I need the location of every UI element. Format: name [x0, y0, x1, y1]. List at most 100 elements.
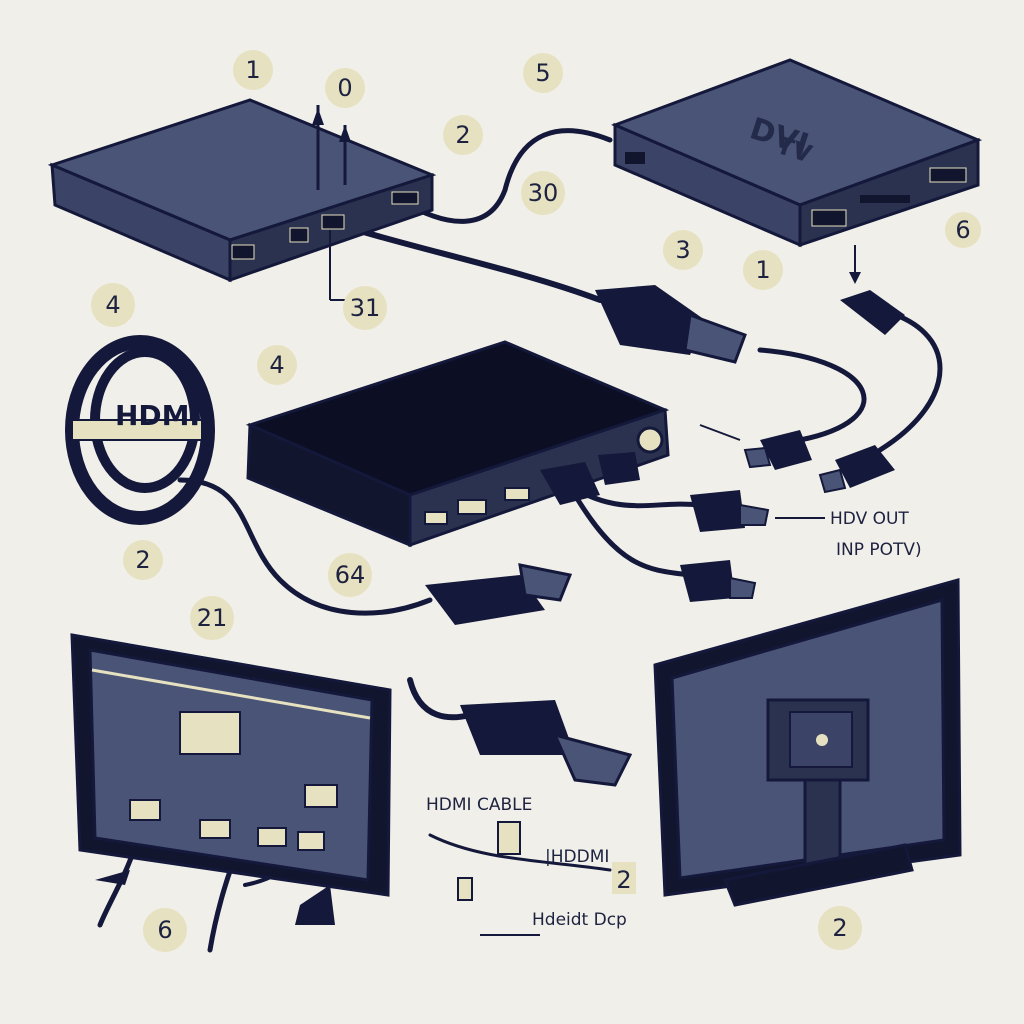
hdmi-connector-icon — [595, 285, 747, 364]
side-badge: 2 — [612, 862, 636, 894]
badge: 3 — [663, 230, 703, 270]
hdmi-port-icon — [289, 227, 309, 243]
hdmi-connector-icon — [760, 430, 812, 470]
badge: 5 — [523, 53, 563, 93]
arrow-down-icon — [849, 272, 861, 284]
badge-label: 1 — [755, 256, 770, 284]
cable-box1-to-connector — [337, 222, 603, 303]
hdmi-connector-icon — [540, 462, 600, 505]
badge: 1 — [743, 250, 783, 290]
badges: 1 0 5 2 30 3 1 6 31 4 4 2 64 21 6 2 — [91, 50, 981, 952]
cable-box1-to-dvi-tv — [397, 128, 613, 224]
badge-label: 3 — [675, 236, 690, 264]
hdmi-connector-icon — [425, 563, 573, 625]
badge: 4 — [91, 283, 135, 327]
power-button-icon — [636, 426, 664, 454]
port-icon — [625, 152, 645, 164]
hdmi-port-icon — [297, 831, 325, 851]
side-badge-label: 2 — [616, 866, 631, 894]
coil-tie — [71, 419, 203, 441]
badge: 31 — [343, 286, 387, 330]
hdmi-connector-icon — [739, 503, 770, 526]
hdmi-port-icon — [391, 191, 419, 205]
cable-hdmi-label-line — [428, 833, 612, 872]
leader-line — [699, 424, 741, 441]
hdmi-port-icon — [457, 499, 487, 515]
hdmi-connector-icon — [552, 732, 633, 787]
badge-label: 2 — [135, 546, 150, 574]
arrow-up-icon — [312, 108, 324, 125]
hdmi-connector-icon — [460, 700, 575, 755]
badge: 1 — [233, 50, 273, 90]
monitor-stand-base — [722, 843, 914, 907]
hdmi-port-icon — [929, 167, 967, 183]
badge: 2 — [818, 906, 862, 950]
hdmi-port-icon — [231, 244, 255, 260]
badge: 2 — [443, 115, 483, 155]
hdmi-connector-icon — [680, 560, 735, 602]
hdmi-connector-icon — [835, 445, 895, 488]
mount-screw — [816, 734, 828, 746]
monitor-stand-neck — [803, 778, 842, 872]
cable-dvi-tv-down — [877, 307, 943, 453]
hdmi-port-icon — [304, 784, 338, 808]
hdmi-connector-icon — [690, 490, 745, 532]
hdmi-port-icon — [257, 827, 287, 847]
arrow-up-icon — [339, 125, 351, 142]
connector-plug — [683, 312, 747, 364]
cable-loose-connector — [757, 347, 867, 443]
monitor-back-icon — [653, 578, 962, 907]
hdmi-connector-icon — [840, 290, 905, 335]
badge-label: 5 — [535, 59, 550, 87]
badge-label: 6 — [955, 216, 970, 244]
hdmi-connector-icon — [729, 576, 757, 599]
badge-label: 2 — [832, 914, 847, 942]
hdmi-port-icon — [811, 209, 847, 227]
badge: 21 — [190, 596, 234, 640]
tv-stand-foot — [95, 870, 130, 885]
badge: 6 — [143, 908, 187, 952]
tv-back-panel-icon — [70, 633, 392, 925]
hdmi-cable-bottom — [457, 700, 633, 936]
badge-label: 6 — [157, 916, 172, 944]
tv-stand-foot — [295, 885, 335, 925]
hdmi-cable-label: HDMI CABLE — [426, 795, 532, 815]
coil-hdmi-label: HDMI — [115, 399, 200, 432]
hdmi-cable-coil-icon: HDMI — [65, 335, 215, 525]
hdmi-port-icon — [129, 799, 161, 821]
hdmi-connector-icon — [818, 468, 847, 494]
hdmi-mini-plug-icon — [457, 877, 473, 901]
small-hdmi-connectors — [680, 290, 905, 602]
set-top-box-top-left — [47, 98, 437, 301]
badge-label: 1 — [245, 56, 260, 84]
cable-hdmi-right — [407, 677, 473, 721]
badge: 4 — [257, 345, 297, 385]
badge-label: 4 — [269, 351, 284, 379]
connector-body — [595, 285, 705, 355]
badge: 64 — [328, 553, 372, 597]
badge-label: 21 — [197, 604, 228, 632]
badge-label: 0 — [337, 74, 352, 102]
input-tv-label: INP POTV) — [836, 540, 922, 560]
badge-label: 4 — [105, 291, 120, 319]
connector-plug — [518, 563, 573, 602]
tv-panel-edge — [91, 668, 371, 720]
badge: 2 — [123, 540, 163, 580]
dvi-tv-box-icon: DVI TV — [610, 58, 983, 284]
badge: 0 — [325, 68, 365, 108]
set-top-box-center — [245, 340, 741, 548]
hdmi-port-icon — [504, 487, 530, 501]
hdmi-side-label: |HDDMI — [545, 847, 609, 867]
port-slot-icon — [860, 195, 910, 203]
cable-box2-to-small-plug-2 — [572, 492, 693, 578]
badge: 6 — [945, 212, 981, 248]
hdmi-connector-icon — [598, 452, 640, 485]
hdv-out-label: HDV OUT — [830, 509, 909, 529]
cable-coil-to-connector — [177, 477, 433, 616]
badge-label: 2 — [455, 121, 470, 149]
hdmi-port-icon — [321, 214, 345, 230]
badge-label: 30 — [528, 179, 559, 207]
hdmi-port-icon — [199, 819, 231, 839]
hdmi-mini-plug-icon — [497, 821, 521, 855]
